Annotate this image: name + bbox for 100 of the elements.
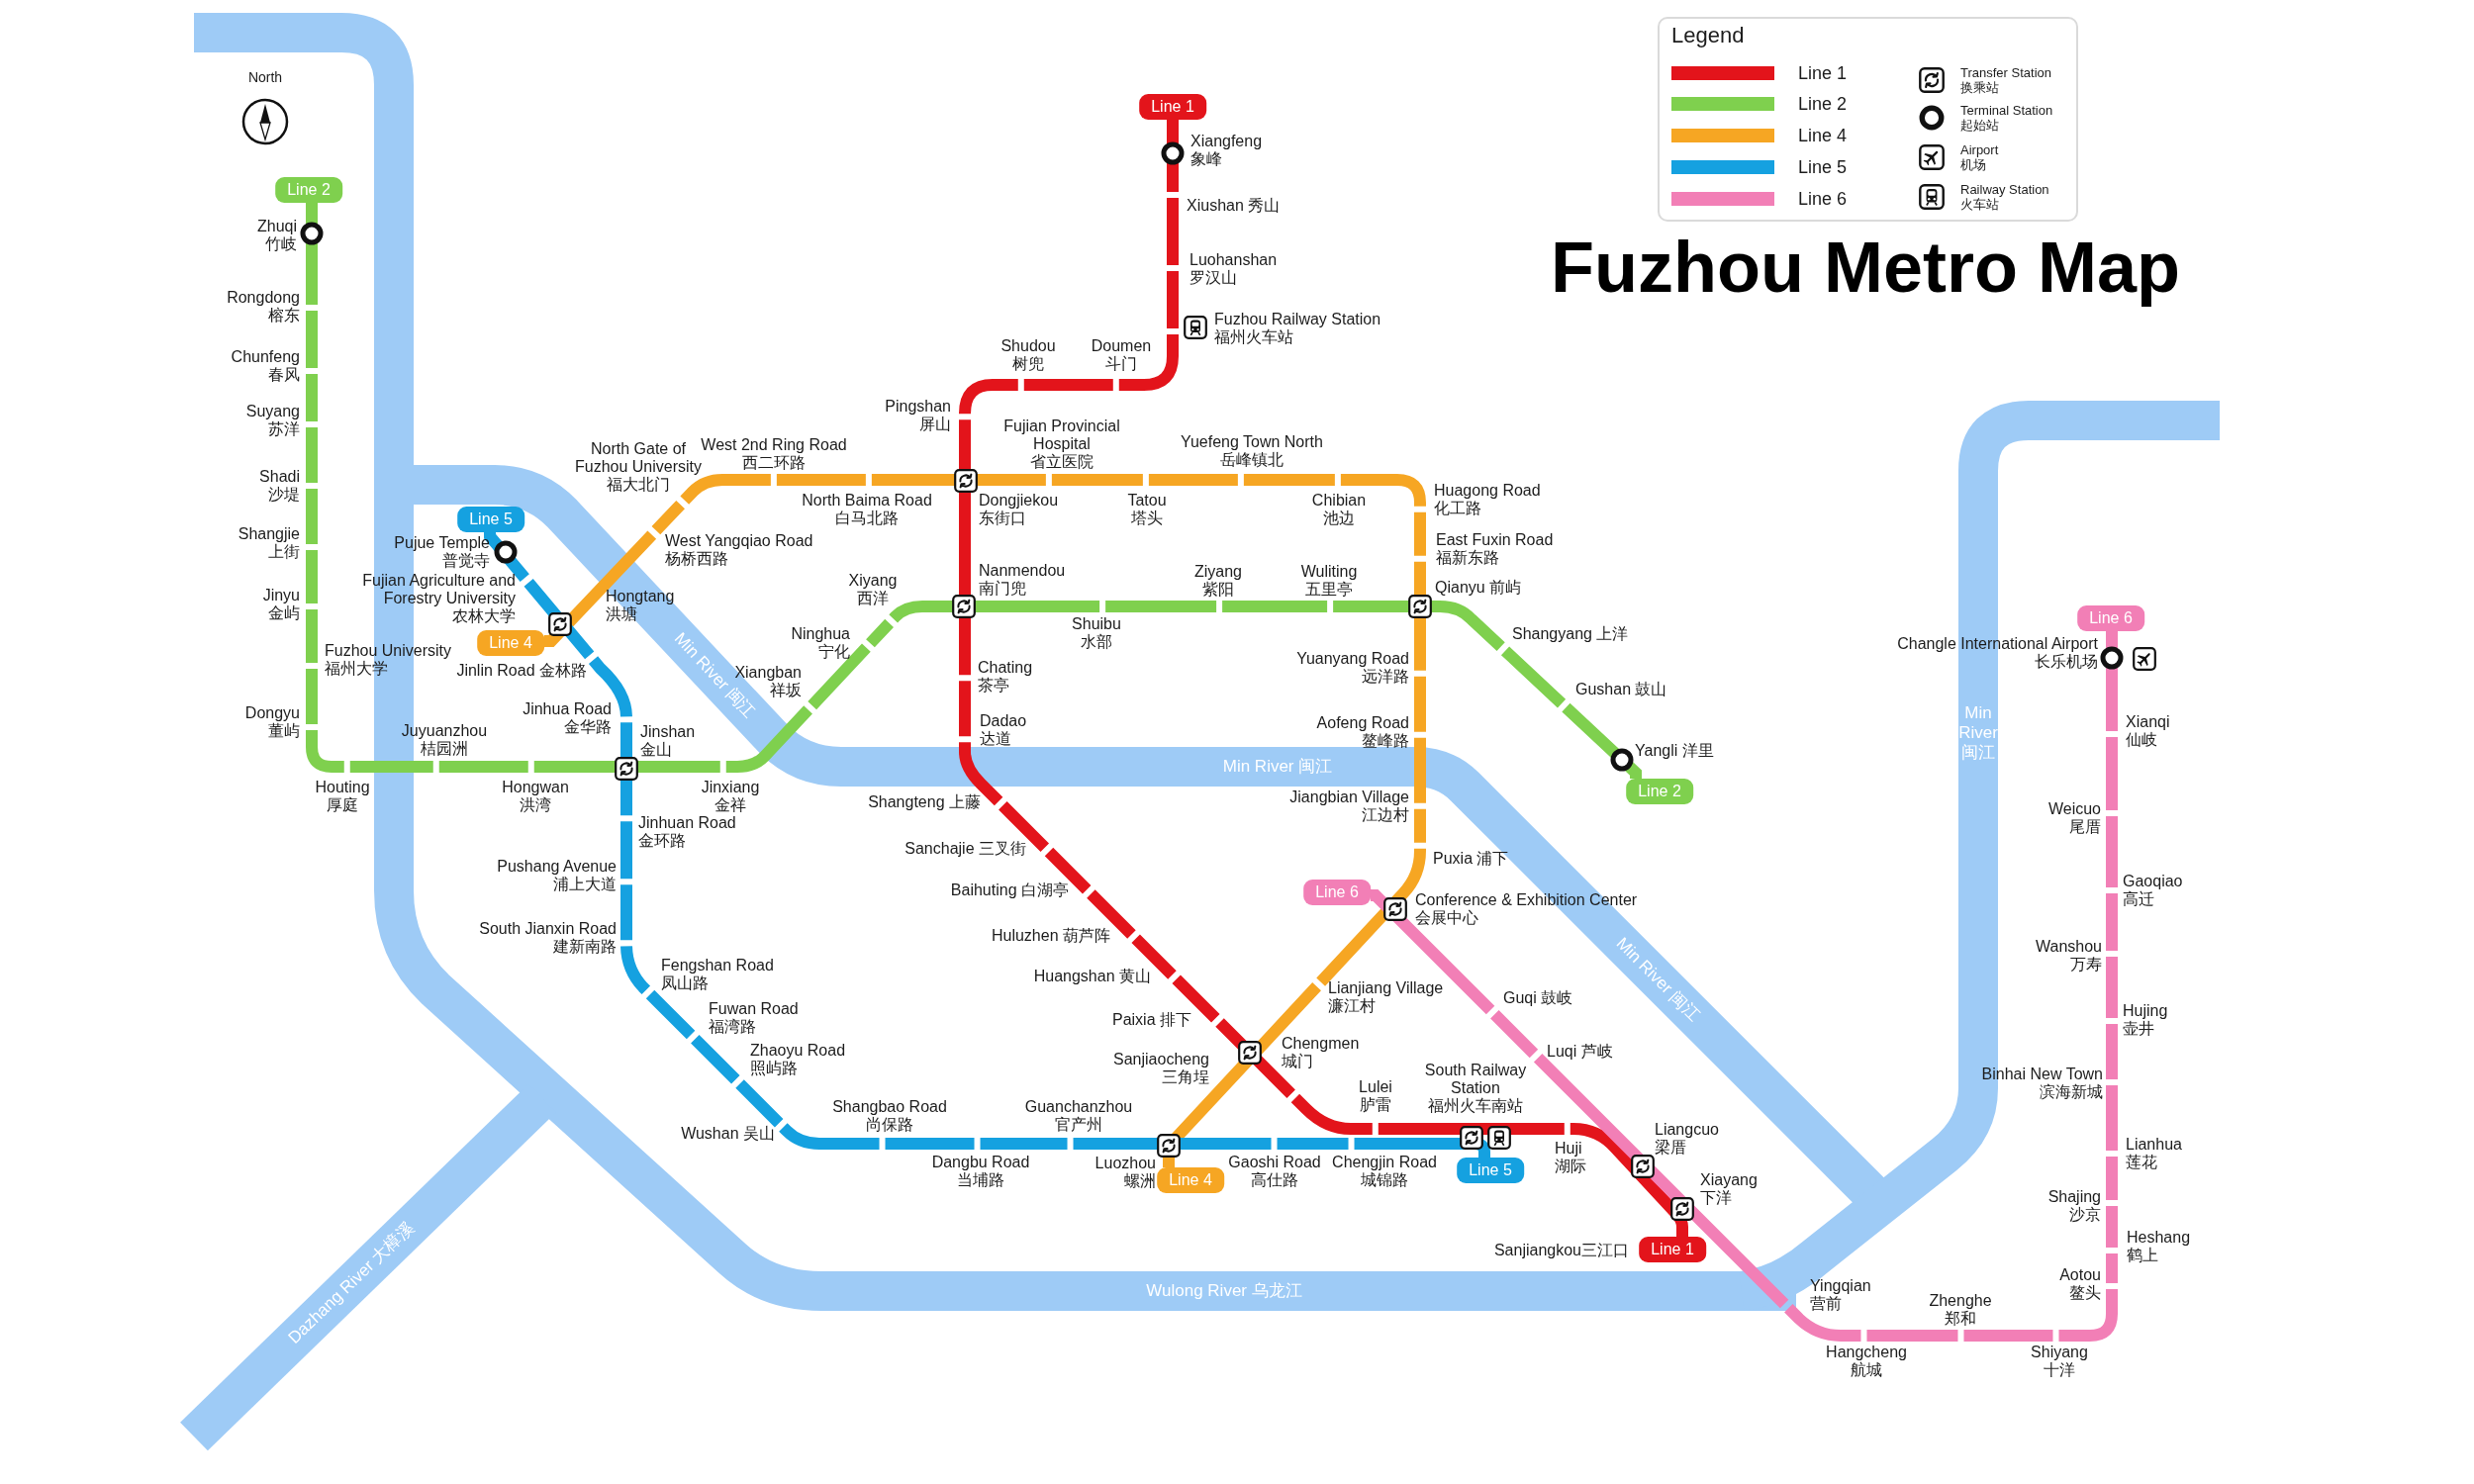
station-label: 福大北门	[607, 476, 670, 494]
station-label: 会展中心	[1415, 909, 1478, 927]
station-label: 航城	[1851, 1361, 1882, 1379]
station-label: 化工路	[1434, 500, 1481, 517]
station-label: 洪湾	[520, 796, 551, 814]
station-label: 水部	[1081, 633, 1112, 651]
north-label: North	[247, 69, 283, 85]
station-label: Jinhua Road	[523, 700, 612, 718]
station-label: Lianjiang Village	[1328, 979, 1444, 997]
station-label: Xiangban	[734, 664, 802, 682]
station-label: Lulei	[1359, 1078, 1392, 1096]
station-label: Chunfeng	[231, 348, 300, 366]
river-label: Min River 闽江	[1957, 703, 1999, 763]
station-label: 沙堤	[268, 486, 300, 504]
station-label: Hangcheng	[1826, 1344, 1907, 1361]
station-label: 董屿	[268, 722, 300, 740]
legend-label: Terminal Station 起始站	[1960, 103, 2054, 133]
legend-label: Railway Station 火车站	[1960, 182, 2050, 212]
metro-line	[959, 120, 1688, 1238]
station-label: Huangshan 黄山	[1033, 968, 1151, 985]
station-label: Gaoshi Road	[1228, 1154, 1321, 1171]
station-label: Gaoqiao	[2123, 873, 2183, 890]
station-label: 高仕路	[1251, 1171, 1298, 1189]
station-label: 郑和	[1945, 1310, 1976, 1328]
station-label: South Railway Station	[1423, 1062, 1528, 1097]
station-label: 鳌头	[2069, 1284, 2101, 1302]
station-label: Tatou	[1127, 492, 1167, 510]
station-label: Luqi 芦岐	[1547, 1043, 1613, 1061]
station-label: 万寿	[2070, 956, 2102, 974]
station-label: 南门兜	[979, 580, 1026, 598]
station-label: Lianhua	[2126, 1136, 2182, 1154]
metro-line	[541, 474, 1426, 1167]
station-label: Shangbao Road	[832, 1098, 947, 1116]
station-label: Jinxiang	[701, 779, 760, 796]
station-label: Xianqi	[2126, 713, 2170, 731]
station-label: Wushan 吴山	[681, 1125, 775, 1143]
station-label: 罗汉山	[1189, 269, 1237, 287]
station-label: 濂江村	[1328, 997, 1376, 1015]
station-label: Huagong Road	[1434, 482, 1541, 500]
station-label: 鳌峰路	[1362, 732, 1409, 750]
station-label: Qianyu 前屿	[1435, 579, 1522, 597]
line-badge: Line 4	[1157, 1167, 1224, 1193]
station-label: 杨桥西路	[665, 550, 728, 568]
legend-label: Line 1	[1798, 62, 1848, 84]
station-label: Yuanyang Road	[1296, 650, 1409, 668]
station-label: West Yangqiao Road	[665, 532, 813, 550]
station-label: Dongjiekou	[979, 492, 1059, 510]
station-label: Chengmen	[1282, 1035, 1360, 1053]
station-label: Heshang	[2127, 1229, 2191, 1247]
station-label: North Baima Road	[802, 492, 932, 510]
river-label: Min River 闽江	[1222, 757, 1333, 777]
station-label: 苏洋	[268, 420, 300, 438]
station-label: Sanjiaocheng	[1113, 1051, 1209, 1068]
station-label: 西二环路	[742, 454, 806, 472]
station-label: Dangbu Road	[931, 1154, 1030, 1171]
station-label: 金祥	[714, 796, 746, 814]
station-label: Fengshan Road	[661, 957, 774, 974]
station-label: 鹤上	[2127, 1247, 2158, 1264]
station-label: Jinyu	[262, 587, 300, 604]
station-label: 长乐机场	[2035, 653, 2098, 671]
metro-line	[484, 529, 1490, 1159]
station-label: 白马北路	[835, 510, 899, 527]
station-label: Ninghua	[791, 625, 850, 643]
station-label: 湖际	[1555, 1158, 1586, 1175]
station-label: 十洋	[2044, 1361, 2075, 1379]
station-label: Dadao	[980, 712, 1027, 730]
station-label: 高迁	[2123, 890, 2154, 908]
station-label: 福州大学	[325, 660, 388, 678]
station-label: Fuzhou University	[325, 642, 452, 660]
station-label: 营前	[1810, 1295, 1842, 1313]
station-label: Chengjin Road	[1332, 1154, 1437, 1171]
station-label: Chating	[978, 659, 1033, 677]
station-label: 农林大学	[452, 607, 516, 625]
station-label: 福新东路	[1436, 549, 1499, 567]
station-label: 金屿	[268, 604, 300, 622]
station-label: 斗门	[1105, 355, 1137, 373]
station-label: 金山	[640, 741, 672, 759]
legend-label: Airport 机场	[1960, 142, 2000, 172]
station-label: 仙岐	[2126, 731, 2157, 749]
station-label: Yangli 洋里	[1635, 742, 1714, 760]
station-label: 沙京	[2069, 1206, 2101, 1224]
station-label: Liangcuo	[1655, 1121, 1719, 1139]
station-label: Zhaoyu Road	[750, 1042, 846, 1060]
station-label: Pingshan	[885, 398, 951, 416]
station-label: Fuwan Road	[709, 1000, 799, 1018]
station-label: Shudou	[1000, 337, 1056, 355]
legend-label: Line 5	[1798, 156, 1848, 178]
station-label: Hujing	[2123, 1002, 2168, 1020]
station-label: Houting	[315, 779, 370, 796]
station-label: Zhuqi	[256, 218, 297, 235]
station-label: Jinhuan Road	[638, 814, 736, 832]
line-badge: Line 6	[2077, 605, 2144, 631]
station-label: 下洋	[1700, 1189, 1732, 1207]
station-label: 厚庭	[327, 796, 358, 814]
station-label: 尚保路	[866, 1116, 913, 1134]
station-label: Xiushan 秀山	[1187, 197, 1281, 215]
map-title: Fuzhou Metro Map	[1551, 228, 2180, 307]
line-badge: Line 5	[457, 507, 524, 532]
station-label: 池边	[1323, 510, 1355, 527]
station-label: Jinshan	[640, 723, 696, 741]
